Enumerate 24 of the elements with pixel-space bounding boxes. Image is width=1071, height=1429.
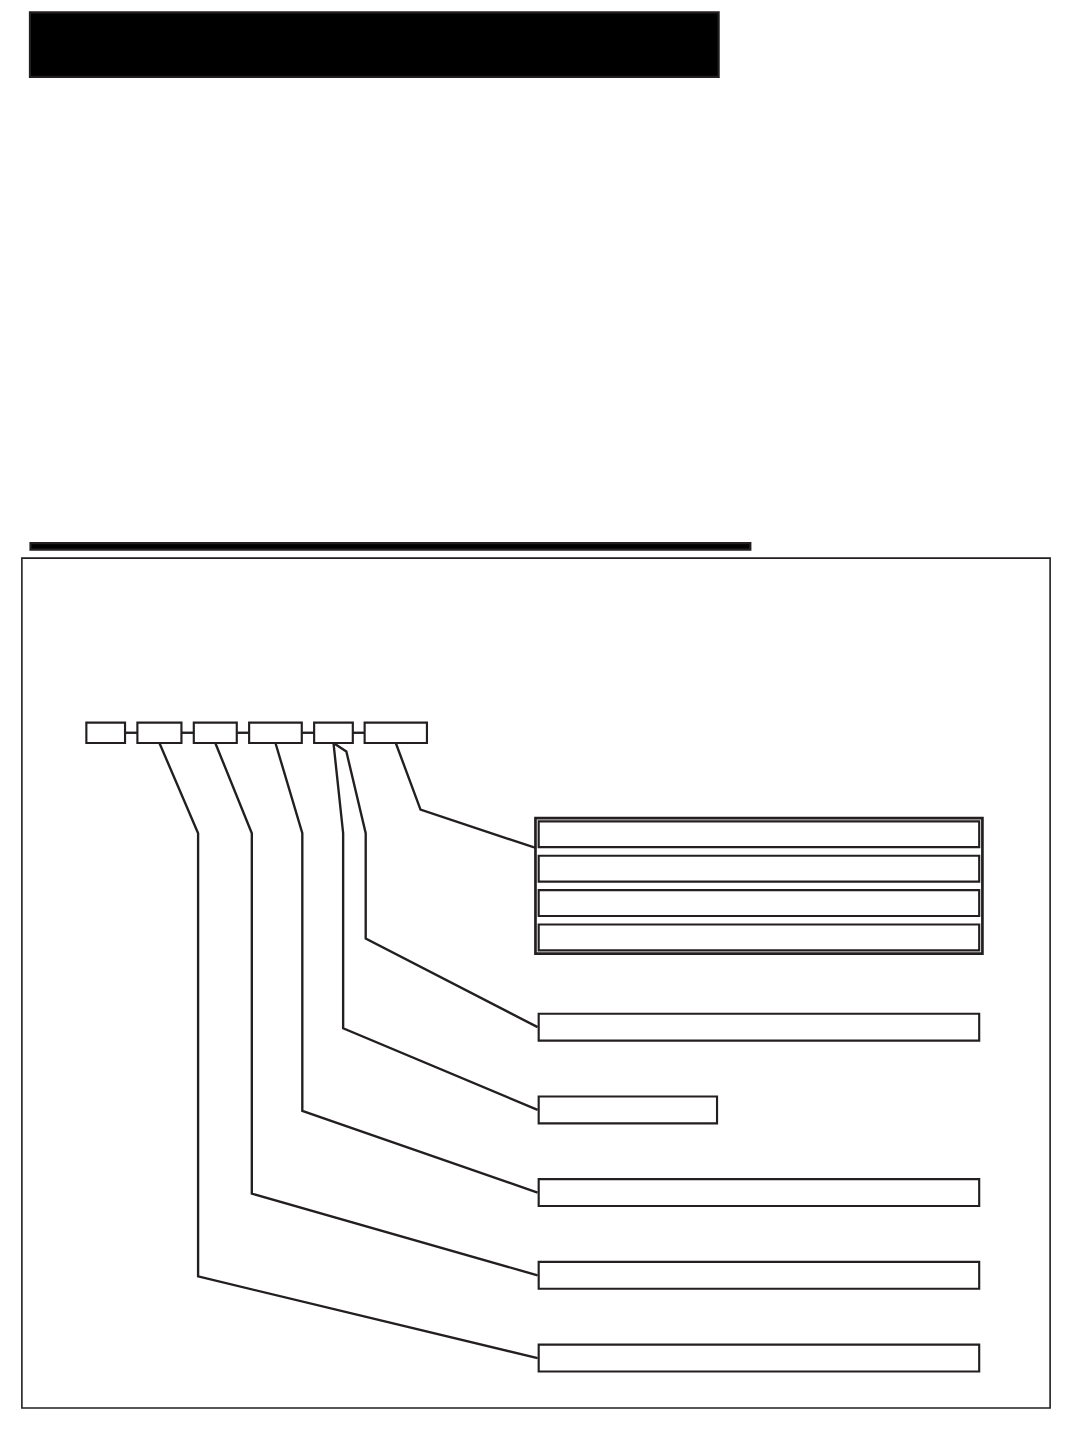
node-box xyxy=(537,889,980,918)
node-box xyxy=(247,721,303,745)
node-box xyxy=(537,1095,718,1125)
node-box xyxy=(84,721,126,745)
node-bar xyxy=(28,11,720,78)
node-box xyxy=(312,721,354,745)
cluster xyxy=(20,557,1051,1409)
node-box xyxy=(537,923,980,952)
node-box xyxy=(537,854,980,883)
connector xyxy=(273,742,538,1194)
connector xyxy=(213,742,538,1277)
node-box xyxy=(537,820,980,849)
connector xyxy=(331,742,538,1111)
node-box xyxy=(537,1343,980,1373)
connector xyxy=(394,742,536,849)
node-bar xyxy=(28,542,751,551)
connector xyxy=(332,742,538,1029)
node-box xyxy=(537,1012,980,1042)
node-box xyxy=(537,1260,980,1290)
node-box xyxy=(537,1178,980,1208)
node-box xyxy=(192,721,238,745)
connector xyxy=(157,742,538,1360)
node-box xyxy=(363,721,428,745)
node-box xyxy=(135,721,182,745)
